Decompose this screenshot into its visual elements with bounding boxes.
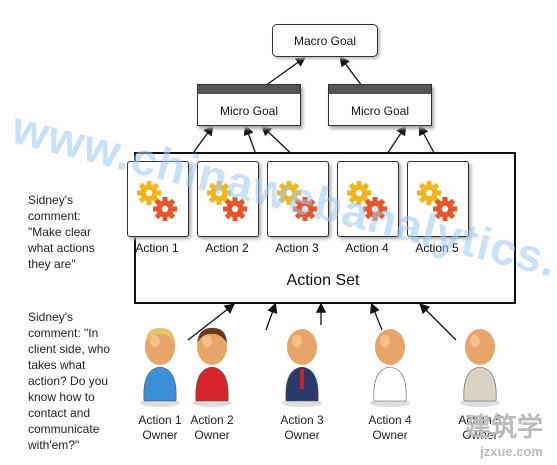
gear-icon	[222, 196, 248, 227]
micro-goal-box-1: Micro Goal	[197, 84, 301, 126]
comment-line: "Make clear	[28, 225, 91, 239]
person-icon	[276, 325, 328, 412]
person-icon	[454, 325, 506, 412]
micro-goal-box-2: Micro Goal	[328, 84, 432, 126]
gear-icon	[206, 180, 232, 211]
person-icon	[134, 325, 186, 412]
gear-icon	[362, 196, 388, 227]
comment-line: comment:	[28, 209, 81, 223]
action-label: Action 1	[135, 241, 179, 255]
comment-line: comment: "In	[28, 326, 99, 340]
macro-goal-label: Macro Goal	[293, 33, 357, 48]
gear-icon	[432, 196, 458, 227]
action-doc-3	[267, 161, 329, 237]
owner-label-line: Owner	[194, 428, 230, 442]
gear-icon	[152, 196, 178, 227]
action-doc-2	[197, 161, 259, 237]
macro-goal-box: Macro Goal	[272, 24, 378, 57]
owner-label-line: Action 1	[138, 413, 182, 427]
person-icon	[364, 325, 416, 412]
comment-line: know how to	[28, 390, 95, 404]
gear-icon	[276, 180, 302, 211]
comment-line: what actions	[28, 241, 95, 255]
action-label: Action 3	[275, 241, 319, 255]
comment-line: Sidney's	[28, 193, 73, 207]
micro-goal-label: Micro Goal	[350, 104, 409, 118]
comment-1: Sidney's comment: "Make clear what actio…	[28, 192, 128, 272]
comment-line: they are"	[28, 257, 76, 271]
owner-label-line: Action 3	[280, 413, 324, 427]
owner-label-line: Owner	[284, 428, 320, 442]
watermark-logo-text: 建筑学	[464, 412, 543, 442]
comment-line: contact and	[28, 406, 91, 420]
gear-icon	[416, 180, 442, 211]
watermark-logo: 建筑学 jzxue.com	[465, 407, 543, 459]
comment-line: action? Do you	[28, 374, 109, 388]
micro-goal-label: Micro Goal	[219, 104, 278, 118]
comment-line: takes what	[28, 358, 86, 372]
micro-goal-bar	[329, 85, 431, 94]
owner-label-line: Action 5	[458, 413, 502, 427]
watermark-logo-url: jzxue.com	[480, 444, 543, 459]
action-doc-4	[337, 161, 399, 237]
gear-icon	[292, 196, 318, 227]
action-label: Action 2	[205, 241, 249, 255]
action-label: Action 5	[415, 241, 459, 255]
action-doc-5	[407, 161, 469, 237]
owner-label-line: Action 2	[190, 413, 234, 427]
comment-line: client side, who	[28, 342, 111, 356]
owner-label-line: Owner	[372, 428, 408, 442]
gear-icon	[346, 180, 372, 211]
owner-label-line: Owner	[142, 428, 178, 442]
comment-line: with'em?"	[28, 438, 80, 452]
action-doc-1	[127, 161, 189, 237]
action-label: Action 4	[345, 241, 389, 255]
micro-goal-bar	[198, 85, 300, 94]
owner-label-line: Owner	[462, 428, 498, 442]
gear-icon	[136, 180, 162, 211]
comment-2: Sidney's comment: "In client side, who t…	[28, 309, 132, 453]
comment-line: communicate	[28, 422, 100, 436]
person-icon	[186, 325, 238, 412]
action-set-label: Action Set	[286, 272, 360, 289]
owner-label-line: Action 4	[368, 413, 412, 427]
comment-line: Sidney's	[28, 310, 73, 324]
